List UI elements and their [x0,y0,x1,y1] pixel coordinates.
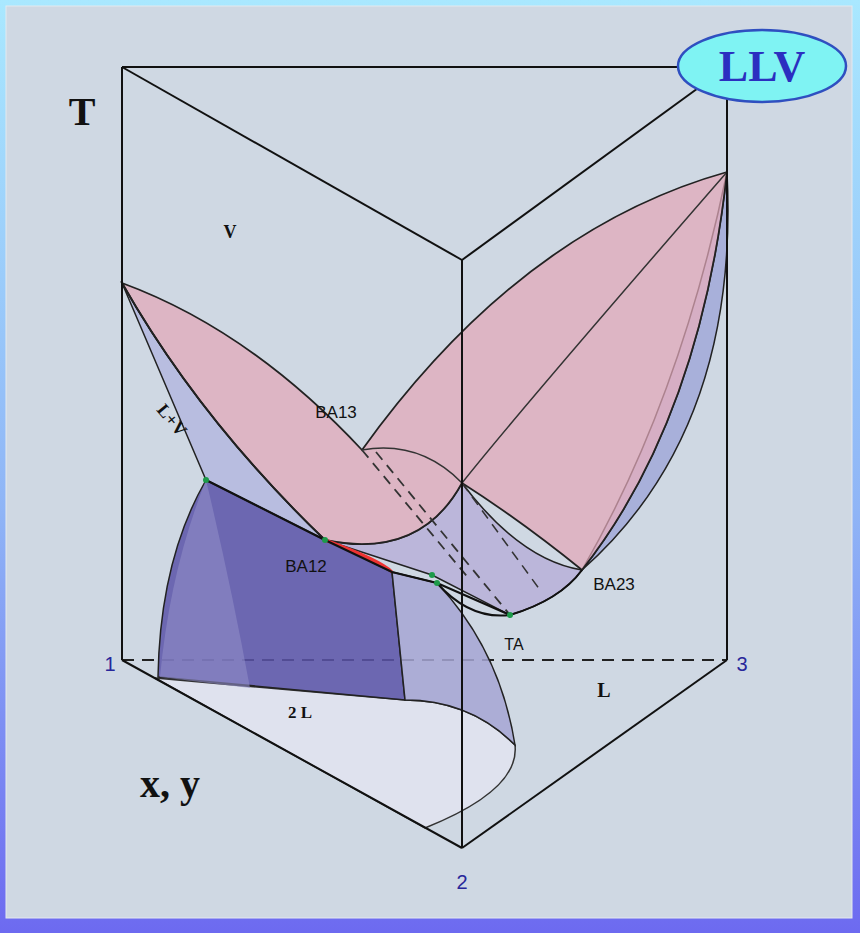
heteroazeotrope-line [206,480,510,615]
axis-label: x, y [140,764,200,804]
panel [6,6,852,918]
azeotrope-label: BA23 [593,576,635,593]
oval-title: LLV [719,41,805,92]
title-oval: LLV [676,28,848,104]
vertex-number: 3 [736,654,747,674]
phase-label: 2 L [288,704,312,721]
phase-label: V [224,223,237,241]
vertex-number: 1 [104,654,115,674]
azeotrope-label: TA [504,637,523,653]
vertex-number: 2 [456,872,467,892]
shade [160,480,250,688]
phase-label: L [597,680,610,700]
axis-label: T [69,92,96,132]
azeotrope-label: BA13 [315,404,357,421]
prism-frame [122,67,727,848]
azeotrope-label: BA12 [285,558,327,575]
azeotrope-points [203,477,513,618]
ridge-line [362,172,727,483]
